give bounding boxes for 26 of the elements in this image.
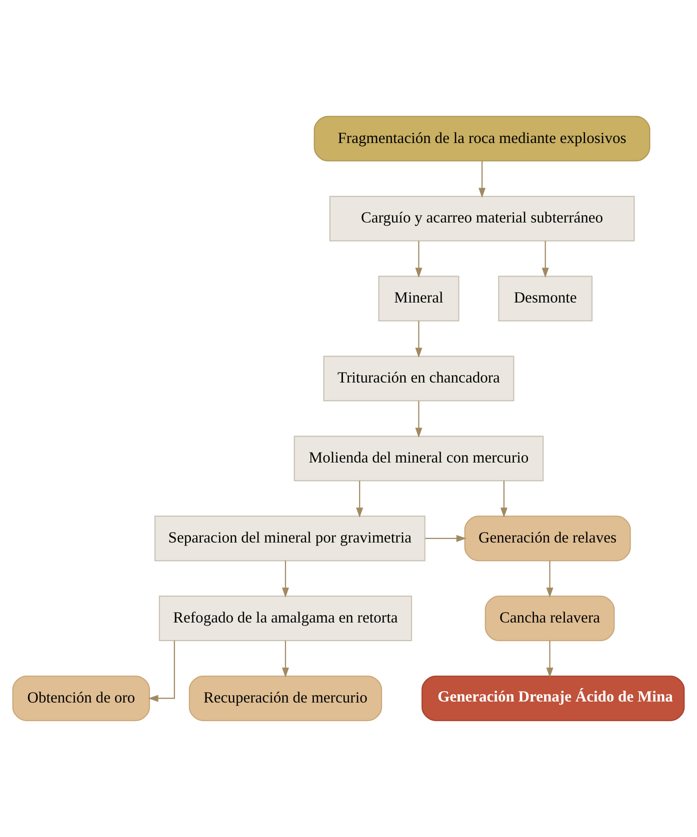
arrow xyxy=(148,640,175,702)
node-box: Molienda del mineral con mercurio xyxy=(294,436,544,482)
node-box: Cancha relavera xyxy=(484,596,615,642)
arrow xyxy=(478,160,486,198)
arrow xyxy=(546,560,554,598)
node-box: Desmonte xyxy=(498,276,593,322)
arrow xyxy=(282,640,289,678)
node-box: Generación Drenaje Ácido de Mina xyxy=(422,676,685,722)
node-box: Generación de relaves xyxy=(464,516,631,562)
arrow xyxy=(500,480,508,518)
arrow xyxy=(415,320,422,358)
arrow xyxy=(425,534,466,542)
arrow xyxy=(415,240,422,278)
node-box: Fragmentación de la roca mediante explosivos xyxy=(314,116,650,162)
arrow xyxy=(415,400,422,438)
arrow xyxy=(282,560,289,598)
node-box: Carguío y acarreo material subterráneo xyxy=(329,196,635,242)
node-box: Mineral xyxy=(378,276,460,322)
node-box: Trituración en chancadora xyxy=(323,356,514,402)
node-box: Separacion del mineral por gravimetria xyxy=(154,516,426,562)
arrow xyxy=(542,240,549,278)
node-box: Refogado de la amalgama en retorta xyxy=(158,596,412,642)
arrow xyxy=(546,640,554,678)
node-box: Obtención de oro xyxy=(12,676,150,722)
arrow xyxy=(356,480,364,518)
node-box: Recuperación de mercurio xyxy=(188,676,382,722)
